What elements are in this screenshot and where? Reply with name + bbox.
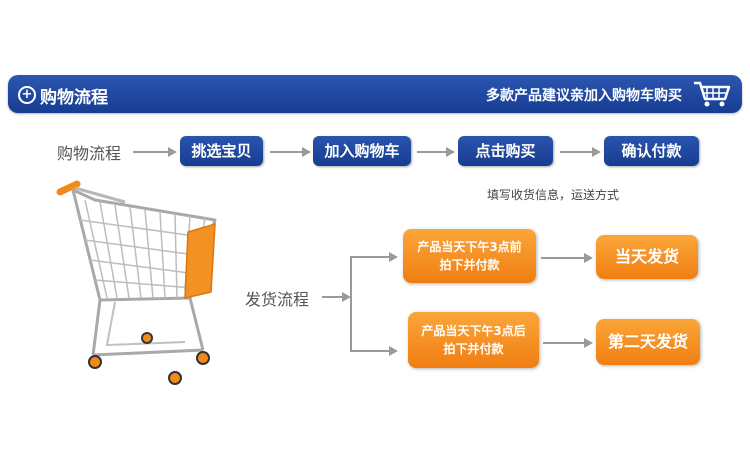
connector-vertical	[350, 256, 352, 352]
connector-top	[350, 256, 390, 258]
arrow-head	[389, 252, 398, 262]
shopping-cart-icon	[694, 81, 731, 107]
arrow	[133, 151, 169, 153]
step-click-buy: 点击购买	[458, 136, 553, 166]
arrow-head	[584, 253, 593, 263]
connector-bottom	[350, 350, 390, 352]
step-add-to-cart: 加入购物车	[313, 136, 411, 166]
condition-line2: 拍下并付款	[443, 342, 504, 356]
header-note: 多款产品建议亲加入购物车购买	[486, 88, 682, 104]
arrow	[270, 151, 303, 153]
step-select-item: 挑选宝贝	[180, 136, 263, 166]
arrow-head	[592, 147, 601, 157]
arrow	[543, 342, 585, 344]
condition-before-3pm: 产品当天下午3点前 拍下并付款	[403, 229, 536, 283]
shipping-process-label: 发货流程	[245, 290, 310, 309]
shopping-process-label: 购物流程	[57, 144, 122, 163]
result-same-day: 当天发货	[596, 235, 698, 279]
arrow	[560, 151, 593, 153]
arrow-head	[168, 147, 177, 157]
condition-after-3pm: 产品当天下午3点后 拍下并付款	[408, 312, 539, 368]
arrow-head	[584, 338, 593, 348]
arrow-head	[342, 292, 351, 302]
connector-line	[322, 296, 348, 298]
arrow-head	[389, 346, 398, 356]
condition-line1: 产品当天下午3点前	[417, 240, 522, 254]
plus-circle-icon: +	[18, 86, 36, 104]
arrow	[541, 257, 585, 259]
result-next-day: 第二天发货	[596, 319, 700, 365]
step-confirm-payment: 确认付款	[604, 136, 699, 166]
arrow-head	[302, 147, 311, 157]
arrow-head	[446, 147, 455, 157]
shipping-info-note: 填写收货信息，运送方式	[487, 188, 620, 202]
header-bar: + 购物流程 多款产品建议亲加入购物车购买	[8, 75, 742, 113]
header-title: 购物流程	[40, 88, 108, 108]
arrow	[417, 151, 447, 153]
condition-line1: 产品当天下午3点后	[421, 324, 526, 338]
shopping-cart-illustration	[56, 180, 217, 385]
condition-line2: 拍下并付款	[439, 258, 500, 272]
